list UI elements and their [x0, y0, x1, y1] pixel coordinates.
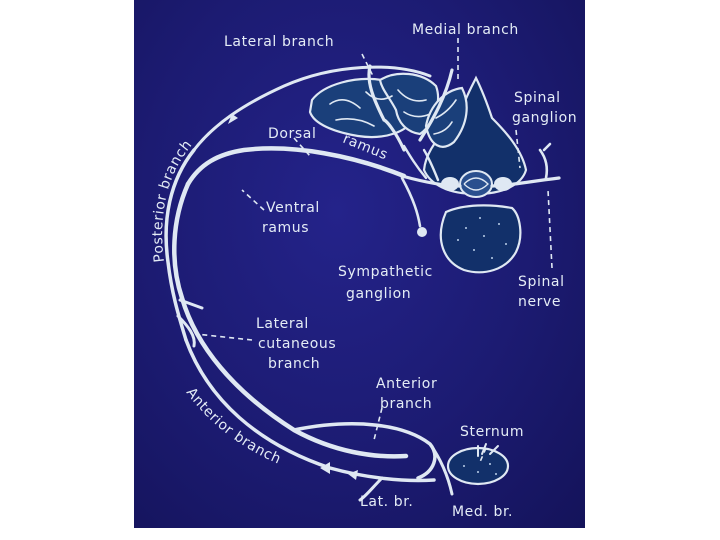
leader-lateral-cutaneous	[195, 333, 253, 341]
medial-branch-sternal	[428, 442, 454, 496]
back-muscle-medial-1	[378, 72, 440, 136]
vertebral-body-speckles	[457, 217, 507, 259]
spinal-nerve-right-end	[538, 142, 552, 180]
dorsal-ramus-nerve	[185, 146, 407, 187]
label-spinal-ganglion-line1: Spinal	[514, 90, 561, 106]
label-sternum: Sternum	[460, 424, 524, 440]
leader-spinal-ganglion	[515, 129, 521, 169]
label-medial-branch: Medial branch	[412, 22, 519, 38]
label-lateral-cutaneous-2: cutaneous	[258, 336, 336, 352]
anterior-outer-nerve	[184, 338, 436, 483]
sternum-speckles	[463, 463, 497, 475]
label-anterior-branch-curved: Anterior branch	[183, 385, 284, 468]
leader-ventral-ramus	[241, 189, 265, 211]
medial-branch-nerve	[418, 68, 454, 142]
leader-spinal-nerve	[547, 189, 553, 269]
label-anterior: Anterior	[376, 376, 437, 392]
label-spinal-nerve-line1: Spinal	[518, 274, 565, 290]
leader-sternum	[479, 447, 487, 463]
spinal-nerve-left-roots	[402, 144, 440, 182]
label-dorsal: Dorsal	[268, 126, 316, 142]
label-sympathetic-ganglion: ganglion	[346, 286, 411, 302]
label-spinal-ganglion-line2: ganglion	[512, 110, 577, 126]
ventral-ramus-nerve	[172, 181, 409, 459]
anterior-arrow-right	[348, 470, 358, 480]
label-lateral-cutaneous-3: branch	[268, 356, 320, 372]
label-lateral-branch: Lateral branch	[224, 34, 334, 50]
label-sympathetic: Sympathetic	[338, 264, 433, 280]
label-lateral-cutaneous-1: Lateral	[256, 316, 309, 332]
label-ventral-ramus: ramus	[262, 220, 309, 236]
label-anterior-branch-word: branch	[380, 396, 432, 412]
spinal-cord-grey-matter	[463, 177, 489, 191]
anterior-branch-nerve	[292, 422, 437, 480]
label-ventral: Ventral	[266, 200, 320, 216]
spinal-ganglion-left	[441, 177, 459, 191]
lateral-cutaneous-junction	[176, 298, 204, 348]
vertebral-body	[439, 204, 522, 274]
sympathetic-ganglion-node	[417, 227, 427, 237]
label-lat-br: Lat. br.	[360, 494, 413, 510]
ventral-to-sympathetic	[400, 176, 422, 228]
posterior-arrow	[228, 114, 238, 124]
spinal-cord	[459, 170, 493, 198]
spinal-nerve-diagram: Lateral branch Medial branch Spinal gang…	[150, 22, 577, 520]
label-med-br: Med. br.	[452, 504, 513, 520]
leader-anterior-branch	[373, 407, 383, 441]
leader-lateral-branch	[361, 53, 375, 79]
muscle-fascicle-lines	[329, 89, 457, 135]
diagram-slide: Lateral branch Medial branch Spinal gang…	[134, 0, 585, 528]
lateral-branch-nerve	[367, 64, 406, 152]
label-spinal-nerve-line2: nerve	[518, 294, 561, 310]
back-muscle-medial-2	[424, 86, 468, 148]
spinal-ganglion-right	[494, 177, 512, 191]
lateral-branch-sternal	[358, 476, 384, 502]
anterior-arrow-left	[320, 462, 330, 474]
leader-dorsal-ramus	[293, 137, 311, 157]
posterior-top-arc	[192, 65, 432, 152]
sternum-detail	[477, 443, 499, 457]
